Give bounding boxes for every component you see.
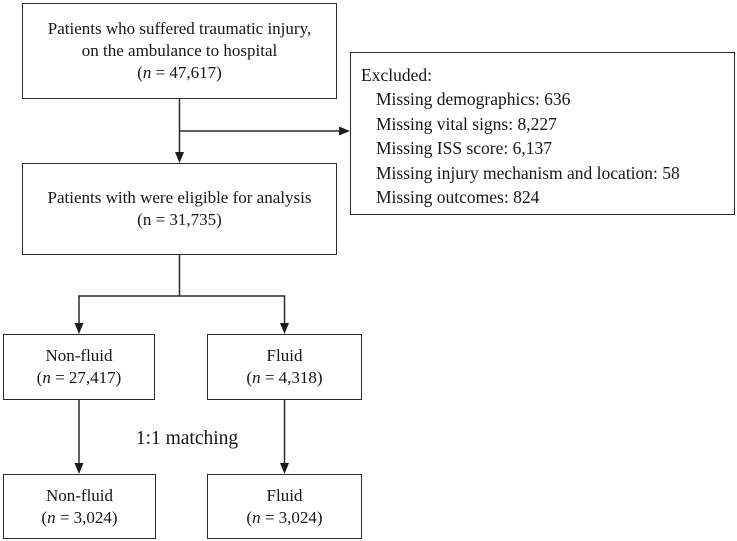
box-fluid: Fluid (n = 4,318) — [207, 334, 362, 400]
excluded-item: Missing vital signs: 8,227 — [376, 113, 557, 134]
fluid-count: (n = 4,318) — [246, 368, 323, 387]
matching-label: 1:1 matching — [135, 428, 239, 449]
excluded-item: Missing outcomes: 824 — [376, 187, 540, 208]
fluid-label: Fluid — [266, 346, 303, 365]
nonfluid-matched-label: Non-fluid — [45, 485, 114, 505]
excluded-item: Missing ISS score: 6,137 — [376, 138, 552, 159]
arrow-fluid-to-matched — [280, 400, 289, 474]
nonfluid-count: (n = 27,417) — [36, 368, 122, 387]
box-nonfluid-matched: Non-fluid (n = 3,024) — [3, 474, 156, 539]
arrow-nonfluid-to-matched — [74, 400, 84, 474]
branch-eligible-stem — [79, 255, 285, 297]
nonfluid-matched-count: (n = 3,024) — [41, 507, 118, 527]
fluid-matched-label: Fluid — [266, 485, 303, 505]
fluid-matched-count: (n = 3,024) — [246, 507, 323, 527]
box-excluded: Excluded: Missing demographics: 636 Miss… — [350, 52, 735, 215]
source-line-2: on the ambulance to hospital — [81, 41, 278, 60]
eligible-count: (n = 31,735) — [137, 210, 222, 229]
arrow-branch-to-fluid — [280, 295, 289, 334]
source-line-1: Patients who suffered traumatic injury, — [47, 19, 312, 38]
excluded-item: Missing injury mechanism and location: 5… — [376, 162, 680, 183]
nonfluid-label: Non-fluid — [45, 346, 113, 365]
box-fluid-matched: Fluid (n = 3,024) — [207, 474, 362, 539]
box-source-population: Patients who suffered traumatic injury, … — [22, 3, 337, 99]
arrow-source-to-excluded — [179, 126, 350, 136]
arrow-source-to-eligible — [175, 99, 184, 163]
eligible-line-1: Patients with were eligible for analysis — [47, 188, 312, 207]
excluded-item: Missing demographics: 636 — [376, 89, 571, 110]
arrow-branch-to-nonfluid — [74, 295, 84, 334]
box-nonfluid: Non-fluid (n = 27,417) — [3, 334, 155, 400]
box-eligible: Patients with were eligible for analysis… — [22, 163, 337, 255]
source-count: (n = 47,617) — [137, 63, 222, 82]
excluded-title: Excluded: — [361, 65, 432, 85]
